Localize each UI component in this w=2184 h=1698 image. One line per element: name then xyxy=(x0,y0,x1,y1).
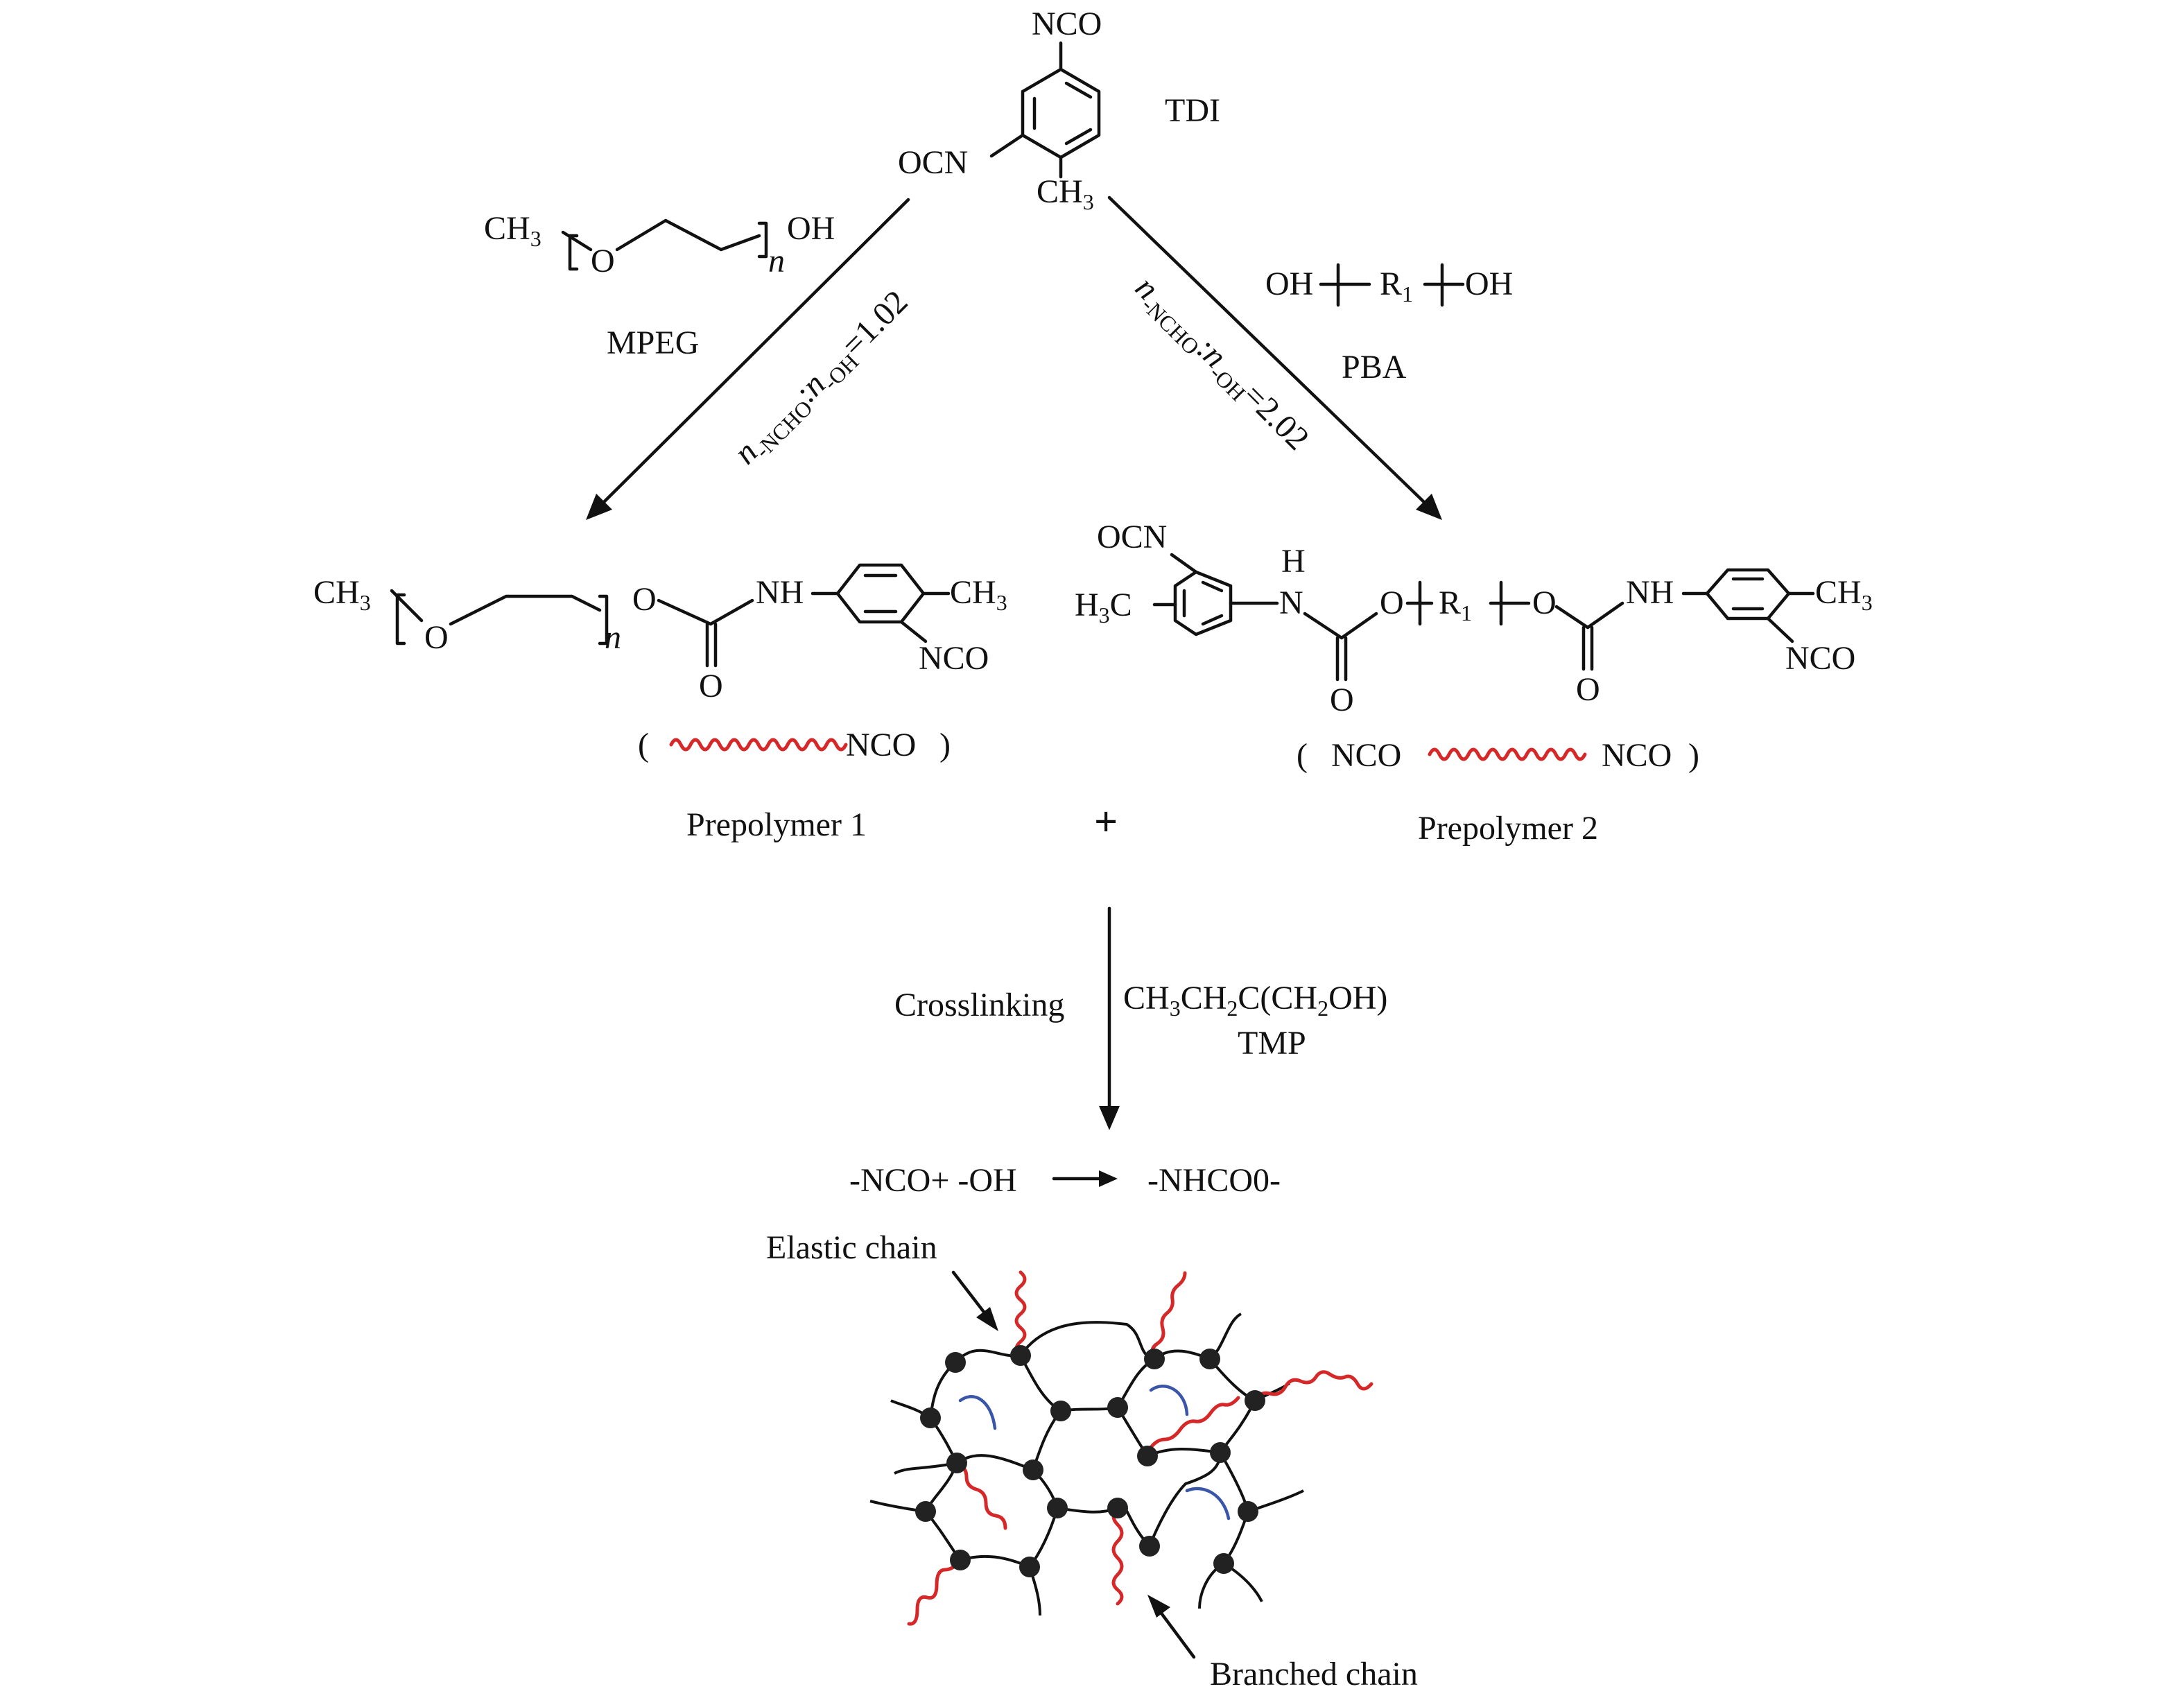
network-blue-chains xyxy=(958,1385,1231,1521)
network-node xyxy=(1047,1498,1068,1518)
pba-label: PBA xyxy=(1342,349,1407,385)
prepolymer2-ch3: CH3 xyxy=(1815,574,1873,615)
mpeg-molecule: CH3 O n OH MPEG xyxy=(484,210,835,361)
tdi-molecule: NCO OCN CH3 TDI xyxy=(898,6,1220,214)
network-node xyxy=(915,1501,936,1522)
svg-text:n-NCHO:n-OH=1.02: n-NCHO:n-OH=1.02 xyxy=(727,284,918,475)
network-node xyxy=(1023,1459,1043,1480)
prepolymer2-o-carbonyl-left: O xyxy=(1330,682,1354,718)
network-node xyxy=(1010,1345,1031,1366)
tdi-label: TDI xyxy=(1165,92,1220,129)
prepolymer2-n: N xyxy=(1279,584,1303,621)
pba-r1: R1 xyxy=(1380,266,1413,306)
network-node xyxy=(1050,1401,1071,1421)
elastic-chain-label: Elastic chain xyxy=(766,1229,937,1266)
prepolymer2-nh: NH xyxy=(1626,574,1674,611)
network-node xyxy=(946,1453,967,1473)
pba-molecule: OH R1 OH PBA xyxy=(1265,263,1513,385)
prepolymer2-h: H xyxy=(1281,543,1306,580)
network-red-chains xyxy=(907,1270,1373,1626)
arrow-right-to-prepolymer2 xyxy=(1107,196,1442,520)
prepolymer1-nco: NCO xyxy=(919,640,989,677)
prepolymer2-schema-close: ) xyxy=(1688,737,1699,774)
network-node xyxy=(1107,1498,1128,1518)
prepolymer1-schema-open: ( xyxy=(638,727,649,763)
network-node xyxy=(1139,1536,1160,1557)
mpeg-ch3: CH3 xyxy=(484,210,541,251)
network-node xyxy=(945,1352,966,1373)
network-node xyxy=(1238,1501,1258,1522)
network-node xyxy=(1019,1557,1040,1577)
prepolymer2-left-ring xyxy=(1173,570,1233,636)
prepolymer1-label: Prepolymer 1 xyxy=(686,806,867,843)
crosslinking-arrow xyxy=(1099,906,1120,1130)
tdi-ch3: CH3 xyxy=(1037,173,1094,214)
prepolymer1-o-ester: O xyxy=(632,581,657,618)
prepolymer1-n: n xyxy=(605,619,621,656)
prepolymer2-o-carbonyl-right: O xyxy=(1576,671,1600,708)
prepolymer2-nco: NCO xyxy=(1785,640,1855,677)
mpeg-n: n xyxy=(768,243,785,279)
pba-oh-left: OH xyxy=(1265,266,1313,302)
prepolymer2-red-chain xyxy=(1428,747,1587,761)
network-node xyxy=(1210,1442,1231,1463)
tmp-name: TMP xyxy=(1238,1025,1306,1062)
network-nodes xyxy=(915,1345,1265,1577)
network-node xyxy=(920,1407,941,1428)
prepolymer1-structure: CH3 O n O O NH CH3 NCO xyxy=(313,563,1007,704)
reaction-arrow xyxy=(1052,1170,1118,1187)
network-black-chains xyxy=(869,1313,1304,1616)
prepolymer2-right-ring xyxy=(1705,568,1791,621)
reaction-left: -NCO+ -OH xyxy=(849,1162,1017,1199)
crosslinking-label: Crosslinking xyxy=(894,987,1064,1023)
mpeg-label: MPEG xyxy=(607,324,699,361)
mpeg-o: O xyxy=(591,243,615,279)
branched-chain-pointer xyxy=(1147,1595,1196,1659)
prepolymer1-schema: ( NCO ) Prepolymer 1 xyxy=(638,727,951,843)
prepolymer2-schema: ( NCO NCO ) Prepolymer 2 xyxy=(1297,737,1699,847)
prepolymer2-schema-nco-right: NCO xyxy=(1602,737,1672,774)
prepolymer2-label: Prepolymer 2 xyxy=(1418,810,1598,847)
prepolymer1-ch3-ring: CH3 xyxy=(950,574,1007,615)
tmp-formula: CH3CH2C(CH2OH) xyxy=(1123,980,1387,1021)
tdi-nco-top: NCO xyxy=(1032,6,1102,42)
branched-chain-label: Branched chain xyxy=(1210,1656,1418,1692)
plus-sign: + xyxy=(1094,799,1118,844)
prepolymer2-structure: OCN H3C H N O O R1 O O NH CH3 N xyxy=(1075,519,1873,718)
reaction-right: -NHCO0- xyxy=(1147,1162,1281,1199)
prepolymer1-ch3: CH3 xyxy=(313,574,371,615)
prepolymer1-schema-close: ) xyxy=(939,727,951,763)
prepolymer2-o-right: O xyxy=(1532,584,1557,621)
prepolymer2-schema-open: ( xyxy=(1297,737,1308,774)
elastic-chain-pointer xyxy=(951,1270,998,1331)
arrow-left-to-prepolymer1 xyxy=(586,198,910,520)
mpeg-oh: OH xyxy=(787,210,835,247)
prepolymer2-schema-nco-left: NCO xyxy=(1331,737,1401,774)
prepolymer1-o-carbonyl: O xyxy=(699,668,723,704)
prepolymer1-o-ring: O xyxy=(424,619,449,656)
prepolymer1-nh: NH xyxy=(756,574,804,611)
network-diagram: Elastic chain Branched chain xyxy=(766,1229,1418,1692)
network-node xyxy=(1144,1349,1165,1369)
network-node xyxy=(1245,1390,1265,1411)
prepolymer2-o-left: O xyxy=(1380,584,1404,621)
prepolymer2-r1: R1 xyxy=(1439,584,1472,625)
network-node xyxy=(1199,1349,1220,1369)
pba-oh-right: OH xyxy=(1465,266,1513,302)
prepolymer2-ocn: OCN xyxy=(1097,519,1167,555)
prepolymer2-h3c: H3C xyxy=(1075,587,1132,627)
network-node xyxy=(1137,1446,1158,1466)
prepolymer1-benzene-ring xyxy=(835,563,926,624)
network-node xyxy=(1213,1553,1234,1574)
prepolymer1-schema-nco: NCO xyxy=(846,727,916,763)
prepolymer1-red-chain xyxy=(669,738,848,752)
ratio-left: n-NCHO:n-OH=1.02 xyxy=(727,284,918,475)
tdi-ocn: OCN xyxy=(898,144,968,181)
network-node xyxy=(950,1550,971,1570)
network-node xyxy=(1107,1397,1128,1418)
